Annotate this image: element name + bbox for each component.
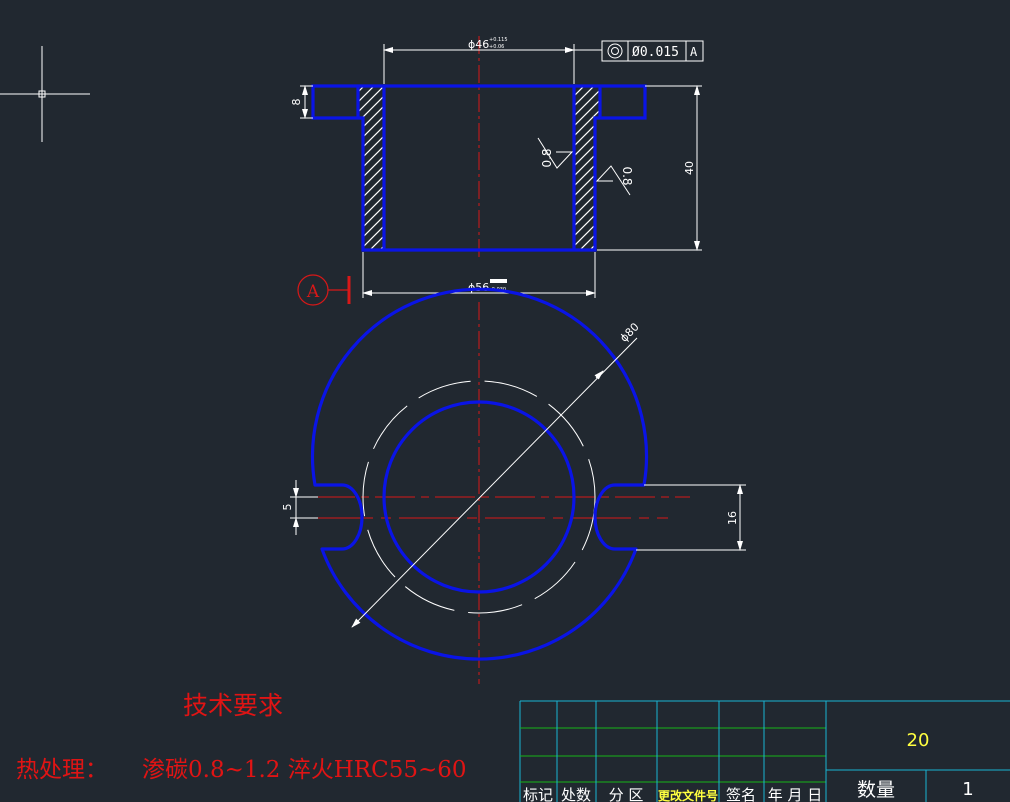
title-header-date: 年 月 日 [768, 786, 823, 802]
title-header-change-doc: 更改文件号 [658, 788, 718, 802]
dim-bottom-tol-box [490, 279, 507, 283]
fcf-tolerance-text: Ø0.015 [632, 45, 679, 60]
quantity-value: 1 [962, 779, 973, 800]
surface-roughness-icon [537, 137, 574, 169]
bushing-outline [311, 84, 647, 252]
title-header-count: 处数 [561, 786, 591, 802]
top-view: ϕ80 5 16 [281, 287, 746, 684]
feature-control-frame[interactable]: Ø0.015 A [601, 40, 704, 62]
inner-bore-circle [382, 400, 576, 594]
dim-outer-diameter[interactable] [351, 337, 638, 628]
heat-treatment-text: 渗碳0.8~1.2 淬火HRC55~60 [142, 757, 467, 783]
outer-flange-contour [310, 287, 649, 661]
title-value-top: 20 [907, 730, 930, 751]
dim-height-text: 40 [683, 161, 696, 175]
roughness-left-text: 0.8 [540, 148, 554, 167]
datum-a-label: A [306, 282, 320, 302]
title-block[interactable] [519, 700, 1010, 802]
heat-treatment-label: 热处理： [16, 757, 108, 783]
dim-height[interactable] [597, 85, 702, 251]
tech-requirements-heading: 技术要求 [183, 691, 283, 720]
fcf-datum-text: A [690, 45, 698, 59]
surface-roughness-icon [595, 165, 631, 196]
title-header-mark: 标记 [523, 786, 553, 802]
dim-top-tol-lower: +0.06 [489, 44, 504, 50]
crosshair-cursor-icon [0, 46, 90, 142]
front-section-view: ϕ46 +0.115 +0.06 Ø0.015 A 8 4 [290, 36, 704, 306]
dim-bottom-diameter-text: ϕ56 [468, 281, 489, 294]
hidden-circle [362, 380, 596, 614]
title-header-zone: 分 区 [609, 786, 644, 802]
dim-slot-height[interactable] [636, 484, 746, 551]
dim-slot-width[interactable] [290, 480, 318, 535]
quantity-label: 数量 [857, 779, 895, 801]
title-header-sign: 签名 [726, 786, 756, 802]
dim-slot-height-text: 16 [726, 511, 739, 525]
dim-outer-diameter-text: ϕ80 [617, 320, 641, 344]
dim-slot-width-text: 5 [281, 504, 294, 511]
dim-top-tol-upper: +0.115 [489, 37, 508, 43]
concentricity-symbol-icon [607, 43, 623, 59]
datum-a-icon[interactable] [297, 274, 351, 306]
roughness-right-text: 0.8 [620, 166, 634, 185]
dim-flange-thickness-text: 8 [290, 99, 303, 106]
dim-flange-thickness[interactable] [300, 85, 313, 119]
dim-bottom-diameter[interactable] [362, 252, 596, 298]
dim-top-diameter-text: ϕ46 [468, 38, 489, 51]
dim-top-diameter[interactable] [383, 44, 602, 84]
